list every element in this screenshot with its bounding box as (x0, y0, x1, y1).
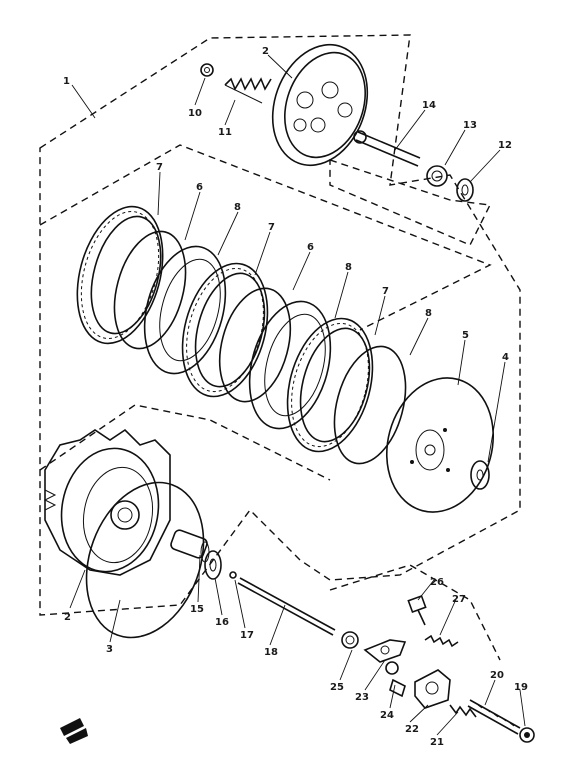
assembly-group-outline (39, 34, 521, 616)
return-spring (424, 634, 459, 648)
axle-screw (389, 678, 406, 698)
push-rod-short (353, 130, 421, 167)
callout-2-top: 2 (262, 46, 269, 57)
callout-15: 15 (190, 604, 204, 615)
push-lever (363, 639, 407, 663)
pressure-plate-top (271, 43, 369, 167)
housing-outline (39, 404, 331, 481)
wire-ring-3 (333, 345, 407, 465)
callout-4: 4 (502, 352, 509, 363)
wire-ring-1 (113, 230, 187, 350)
locknut (519, 727, 535, 743)
friction-plate-3 (286, 317, 374, 453)
oil-seal (341, 631, 359, 649)
callout-11: 11 (218, 127, 232, 138)
friction-plate-1 (76, 205, 164, 345)
clutch-spring (224, 77, 272, 104)
callout-23: 23 (355, 692, 369, 703)
callout-25: 25 (330, 682, 344, 693)
callout-22: 22 (405, 724, 419, 735)
washer-top (456, 178, 474, 202)
callout-24: 24 (380, 710, 394, 721)
callout-12: 12 (498, 140, 512, 151)
callout-17: 17 (240, 630, 254, 641)
spring-screw (200, 63, 214, 77)
adjuster-holder (414, 669, 451, 709)
adjuster-spring (449, 704, 477, 718)
callout-16: 16 (215, 617, 229, 628)
plate-stack-outline (39, 144, 492, 331)
callout-13: 13 (463, 120, 477, 131)
callout-7-c: 7 (382, 286, 389, 297)
callout-27: 27 (452, 594, 466, 605)
ball (229, 571, 237, 579)
pressure-plate (385, 377, 495, 513)
wire-ring-2 (218, 287, 292, 403)
callout-3: 3 (106, 644, 113, 655)
callout-1: 1 (63, 76, 70, 87)
callout-6-b: 6 (307, 242, 314, 253)
callout-19: 19 (514, 682, 528, 693)
callout-6-a: 6 (196, 182, 203, 193)
callout-10: 10 (188, 108, 202, 119)
callout-5: 5 (462, 330, 469, 341)
callouts: 1 2 10 11 14 13 12 7 6 8 7 6 8 7 8 5 4 2… (63, 46, 528, 748)
bearing (426, 165, 448, 187)
lever-group-outline (329, 564, 501, 661)
adjuster-screw (467, 699, 521, 735)
callout-8-a: 8 (234, 202, 241, 213)
callout-14: 14 (422, 100, 436, 111)
callout-18: 18 (264, 647, 278, 658)
washer-16 (204, 550, 222, 580)
washer-right (470, 460, 490, 490)
o-ring (85, 481, 205, 639)
callout-7-a: 7 (156, 162, 163, 173)
callout-8-c: 8 (425, 308, 432, 319)
clutch-housing (43, 428, 171, 576)
axle-washer (385, 661, 399, 675)
sub-group-outline (329, 159, 492, 246)
lever-bolt (407, 594, 427, 626)
clutch-plate-2 (248, 300, 332, 430)
callout-20: 20 (490, 670, 504, 681)
callout-21: 21 (430, 737, 444, 748)
leader-lines (69, 54, 526, 736)
callout-8-b: 8 (345, 262, 352, 273)
friction-plate-2 (181, 262, 269, 398)
push-rod-long (237, 577, 336, 636)
callout-2-bottom: 2 (64, 612, 71, 623)
clutch-plate-1 (143, 245, 227, 375)
manufacturer-mark (60, 718, 88, 744)
callout-7-b: 7 (268, 222, 275, 233)
callout-26: 26 (430, 577, 444, 588)
